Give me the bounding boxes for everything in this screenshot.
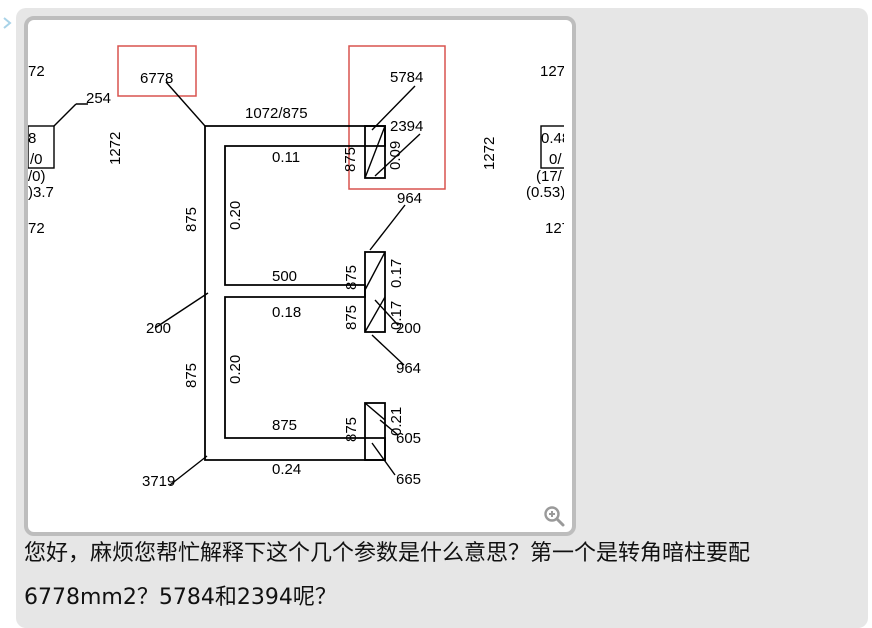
- depth-top-label: 875: [342, 147, 359, 172]
- edge-left-text-5: )3.7: [28, 184, 54, 201]
- mid-length-label: 500: [272, 268, 297, 285]
- column-area-2394-label: 2394: [390, 118, 423, 135]
- ratio-top-label: 0.11: [272, 149, 300, 166]
- edge-left-text-3: /0: [30, 151, 43, 168]
- mid-ratio-a-label: 0.17: [388, 259, 405, 288]
- label-964-mid: 964: [396, 360, 421, 377]
- wall-outline: [204, 125, 386, 461]
- mid-ratio-c-label: 0.17: [388, 301, 405, 330]
- label-200-left: 200: [146, 320, 171, 337]
- dim-1272-left: 1272: [107, 132, 124, 165]
- bottom-length-label: 875: [272, 417, 297, 434]
- question-line-1: 您好，麻烦您帮忙解释下这个几个参数是什么意思？第一个是转角暗柱要配: [24, 541, 751, 566]
- corner-decoration-icon: [3, 17, 12, 29]
- question-line-2: 6778mm2？5784和2394呢？: [24, 585, 337, 610]
- left-ratio-lower-label: 0.20: [227, 355, 244, 384]
- corner-area-label: 6778: [140, 70, 173, 87]
- edge-right-text-6: 127: [545, 220, 564, 237]
- top-flange-length-label: 1072/875: [245, 105, 308, 122]
- edge-right-text-5: (0.53): [526, 184, 564, 201]
- edge-right-text-1: 127: [540, 63, 564, 80]
- edge-left-text-4: /0): [28, 168, 46, 185]
- left-dim-lower-label: 875: [183, 363, 200, 388]
- dim-1272-right: 1272: [481, 137, 498, 170]
- edge-left-text-6: 72: [28, 220, 45, 237]
- column-area-5784-label: 5784: [390, 69, 423, 86]
- column-bottom: [364, 402, 386, 461]
- left-ratio-upper-label: 0.20: [227, 201, 244, 230]
- bottom-depth-label: 875: [343, 417, 360, 442]
- label-665: 665: [396, 471, 421, 488]
- highlight-box-corner: [117, 45, 197, 97]
- left-dim-upper-label: 875: [183, 207, 200, 232]
- mid-depth-a-label: 875: [343, 265, 360, 290]
- top-column-value-label: 0.09: [387, 141, 404, 170]
- label-200-right: 200: [396, 320, 421, 337]
- edge-right-text-2: 0.48: [541, 130, 564, 147]
- edge-right-text-4: (17/: [536, 168, 563, 185]
- edge-left-text-1: 72: [28, 63, 45, 80]
- label-964-top: 964: [397, 190, 422, 207]
- bottom-ratio-label: 0.21: [388, 407, 405, 436]
- label-254: 254: [86, 90, 111, 107]
- attached-drawing-image[interactable]: 6778 1072/875 0.11 875 0.09 5784 2394 25…: [24, 16, 576, 536]
- column-middle: [364, 251, 386, 333]
- highlight-box-column: [348, 45, 446, 190]
- bottom-web-ratio-label: 0.24: [272, 461, 301, 478]
- label-3719: 3719: [142, 473, 175, 490]
- label-605: 605: [396, 430, 421, 447]
- edge-right-text-3: 0/: [549, 151, 562, 168]
- mid-ratio-b-label: 0.18: [272, 304, 301, 321]
- question-text: 您好，麻烦您帮忙解释下这个几个参数是什么意思？第一个是转角暗柱要配 6778mm…: [24, 532, 864, 620]
- zoom-in-icon[interactable]: [542, 504, 566, 528]
- edge-left-text-2: 8: [28, 130, 36, 147]
- cad-drawing: 6778 1072/875 0.11 875 0.09 5784 2394 25…: [28, 45, 564, 490]
- mid-depth-b-label: 875: [343, 305, 360, 330]
